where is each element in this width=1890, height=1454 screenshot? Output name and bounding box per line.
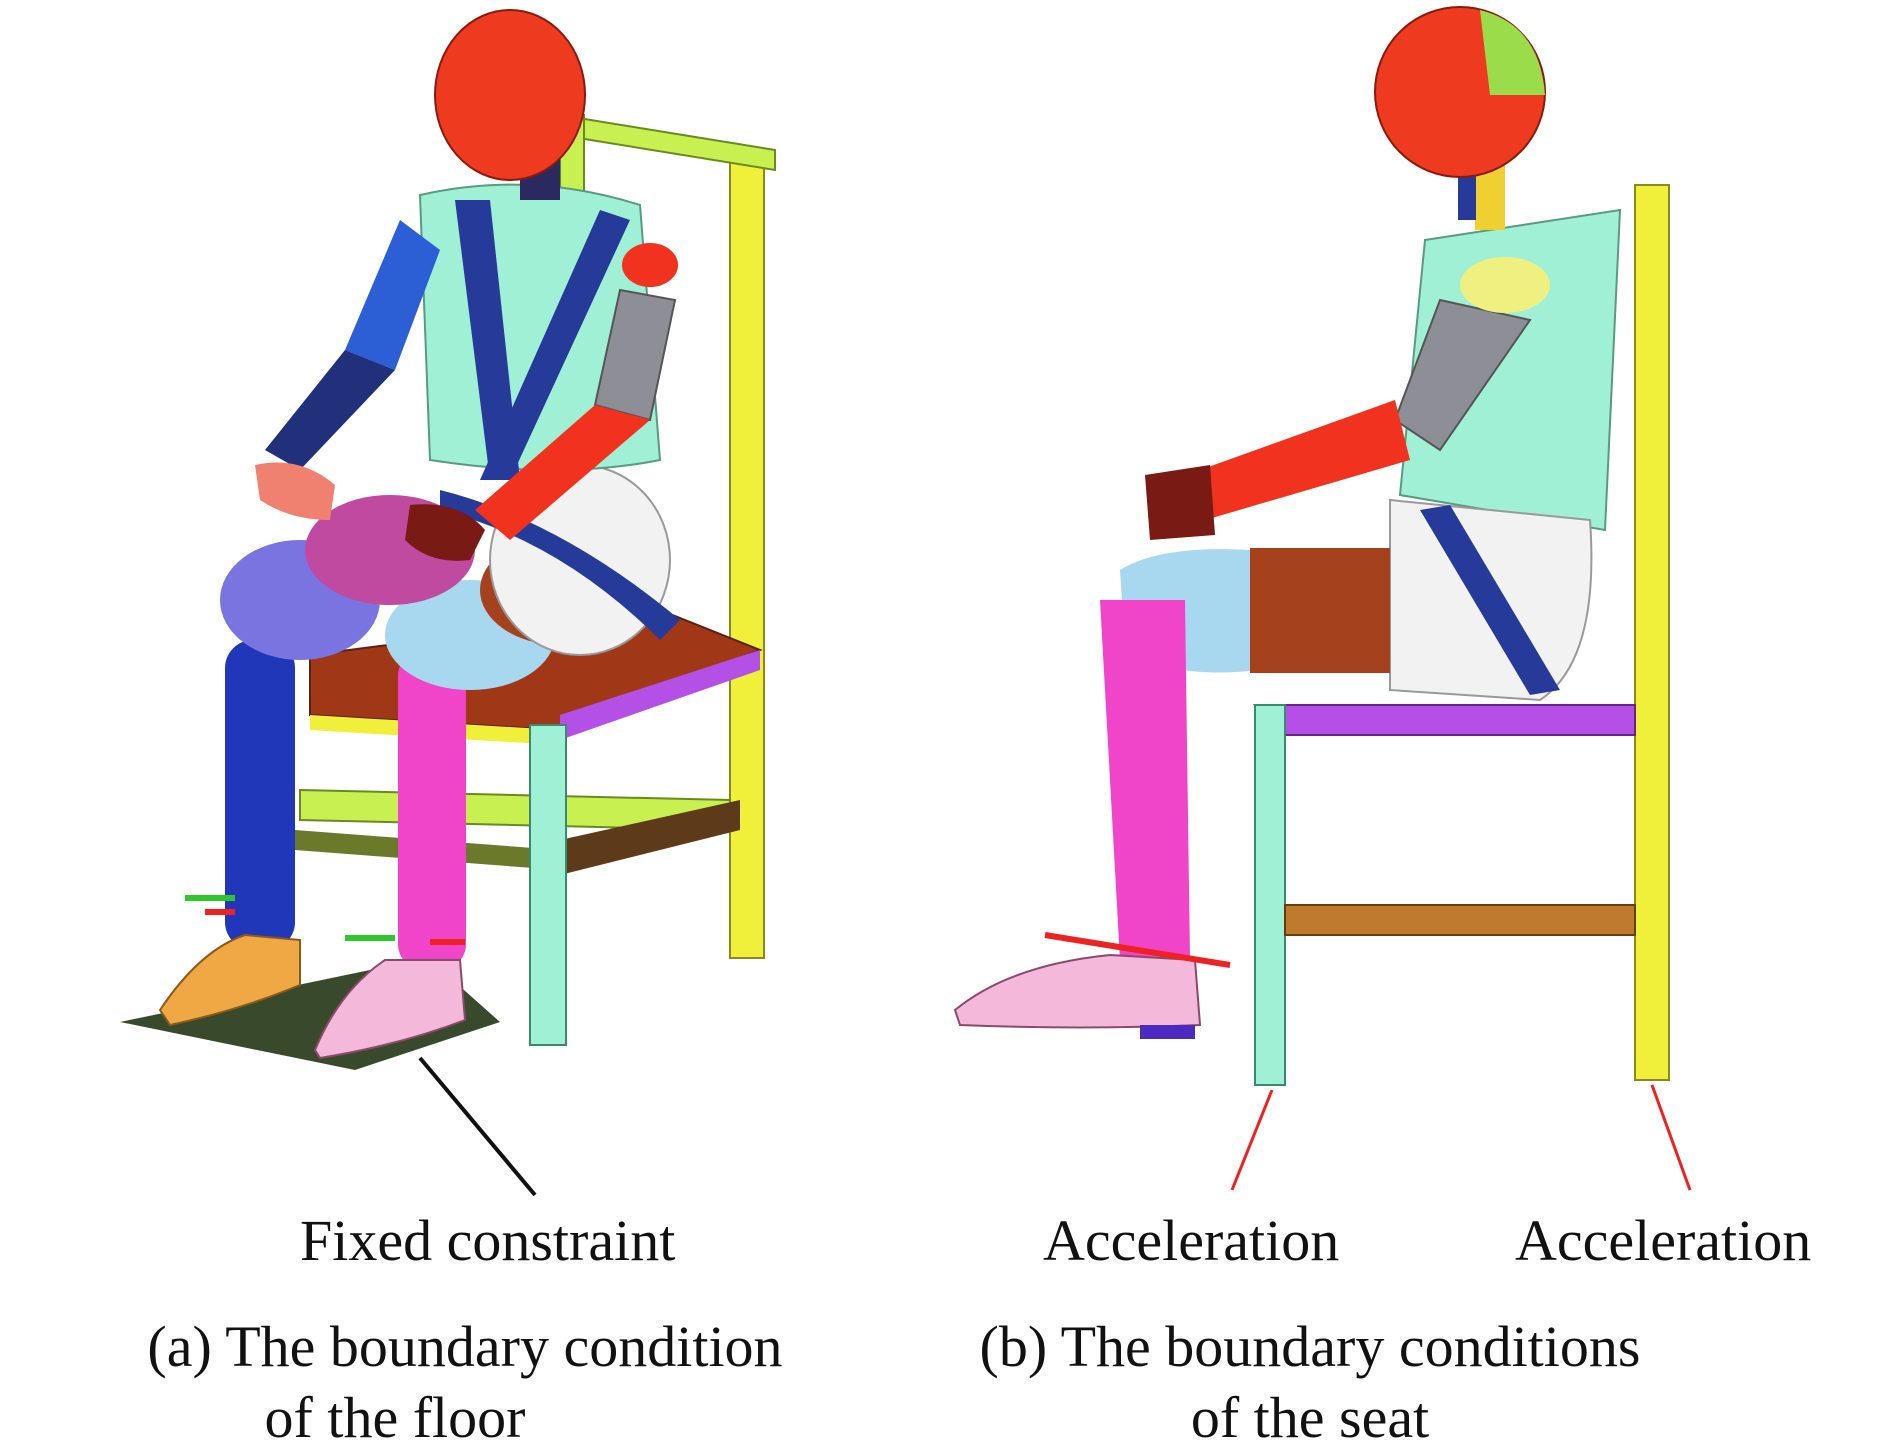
shoe [953, 953, 1202, 1029]
shoe-right [313, 959, 467, 1060]
fixed-constraint-leader [418, 1056, 537, 1197]
shin-left [225, 640, 295, 950]
forearm-left [265, 350, 395, 470]
head [434, 9, 586, 181]
head-cap [1480, 10, 1545, 95]
ankle-arrow [1044, 932, 1231, 968]
panel-a-dummy-on-chair [120, 9, 776, 1197]
hand [1145, 465, 1215, 540]
label-fixed-constraint: Fixed constraint [300, 1208, 676, 1273]
caption-b-line2: of the seat [1190, 1384, 1430, 1450]
chair-front-leg [1254, 704, 1286, 1086]
chair-back-top-rail [559, 113, 776, 172]
chair-seat-edge [560, 650, 760, 740]
shin [1100, 600, 1190, 960]
chair-front-leg [529, 724, 567, 1046]
seat-belt-shoulder-right [480, 210, 630, 480]
acceleration-leader-front [1230, 1089, 1274, 1191]
seat-belt-shoulder-left [455, 200, 520, 480]
forearm-right [475, 405, 650, 540]
ankle-arrows-left [185, 895, 235, 915]
upper-arm-left [345, 220, 440, 370]
shoulder-joint-right [622, 243, 678, 287]
shoe-left [158, 933, 301, 1027]
caption-a-line1: (a) The boundary condition [147, 1314, 783, 1379]
seat-belt-lap [1420, 505, 1560, 695]
label-acceleration-rear: Acceleration [1515, 1208, 1812, 1273]
upper-arm-grey [1393, 298, 1532, 452]
caption-b: (b) The boundary conditions of the seat [920, 1312, 1700, 1454]
label-acceleration-front: Acceleration [1043, 1208, 1340, 1273]
ankle-arrows-right [345, 935, 465, 945]
forearm-red [1200, 400, 1410, 520]
hand-right [405, 504, 485, 561]
shoulder-joint [1460, 257, 1550, 313]
chair-seat [1253, 704, 1636, 736]
thigh-brown [1250, 548, 1390, 673]
panel-b-dummy-on-chair [953, 6, 1692, 1191]
shoe-heel [1140, 1025, 1195, 1039]
chair-back-post [1634, 184, 1670, 1081]
chair-rail [1284, 904, 1636, 936]
caption-a-line2: of the floor [264, 1384, 526, 1450]
chair-back-post-right [729, 157, 765, 959]
chair-rear-rail [560, 800, 740, 875]
hand-left [255, 462, 335, 520]
caption-a: (a) The boundary condition of the floor [75, 1312, 855, 1454]
shin-right [398, 650, 466, 970]
caption-b-line1: (b) The boundary conditions [979, 1314, 1641, 1379]
acceleration-leader-rear [1650, 1084, 1692, 1191]
